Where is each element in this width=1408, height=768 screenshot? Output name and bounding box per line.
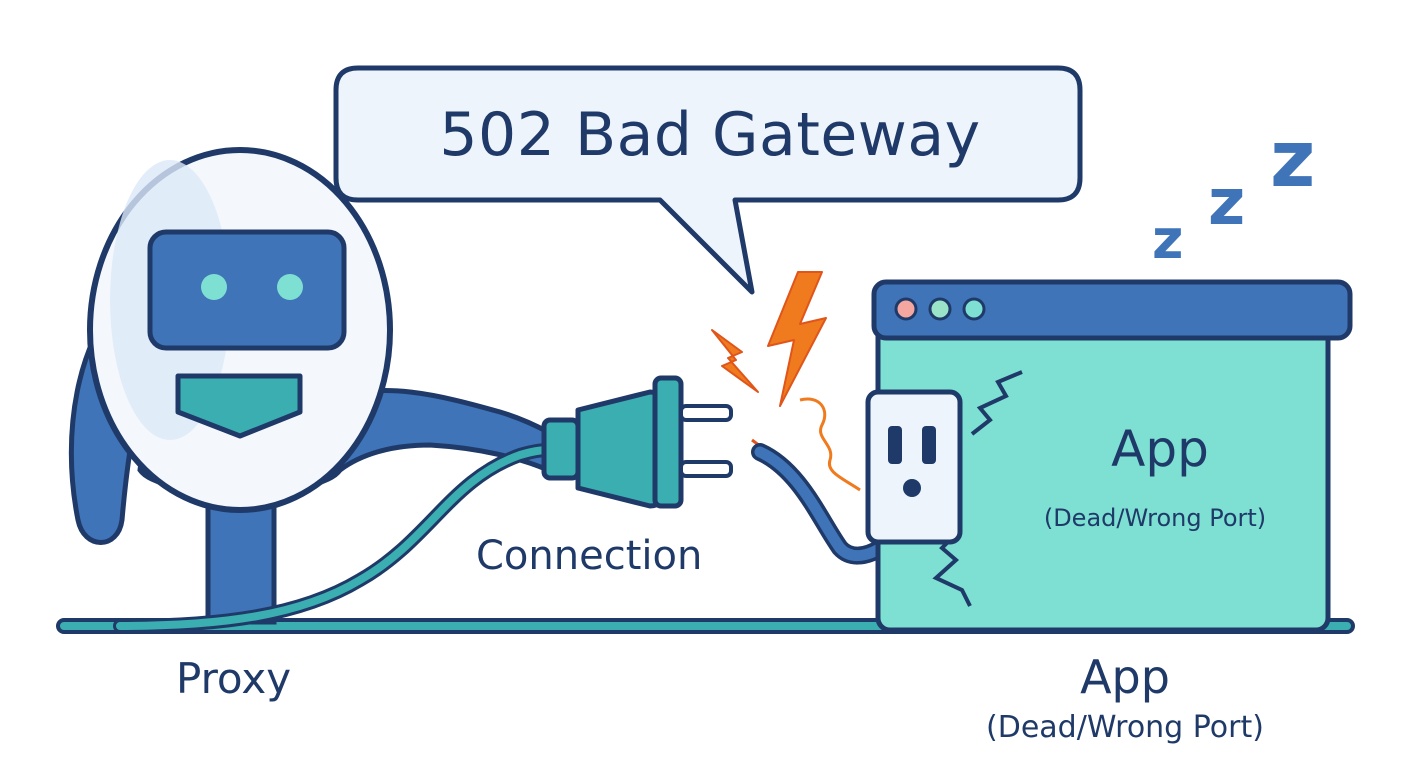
app-caption-subtitle: (Dead/Wrong Port) bbox=[986, 710, 1264, 745]
window-dot-teal bbox=[962, 297, 986, 321]
proxy-robot bbox=[68, 147, 551, 625]
sleep-z-icon: z z z bbox=[1152, 115, 1315, 271]
plug-icon bbox=[541, 375, 733, 509]
window-dot-green bbox=[928, 297, 952, 321]
window-dot-red bbox=[894, 297, 918, 321]
proxy-cable bbox=[113, 443, 555, 633]
error-message: 502 Bad Gateway bbox=[439, 100, 981, 170]
app-window bbox=[871, 279, 1353, 633]
app-caption-title: App bbox=[1080, 650, 1170, 704]
svg-text:z: z bbox=[1152, 208, 1183, 271]
svg-text:z: z bbox=[1270, 115, 1315, 205]
proxy-label: Proxy bbox=[176, 654, 292, 703]
spark-icon bbox=[711, 271, 861, 492]
connection-label: Connection bbox=[476, 533, 703, 579]
speech-bubble bbox=[333, 65, 1083, 295]
app-window-title: App bbox=[1111, 420, 1209, 478]
svg-text:z: z bbox=[1208, 166, 1245, 240]
socket-icon bbox=[865, 389, 963, 545]
app-window-subtitle: (Dead/Wrong Port) bbox=[1043, 504, 1267, 532]
